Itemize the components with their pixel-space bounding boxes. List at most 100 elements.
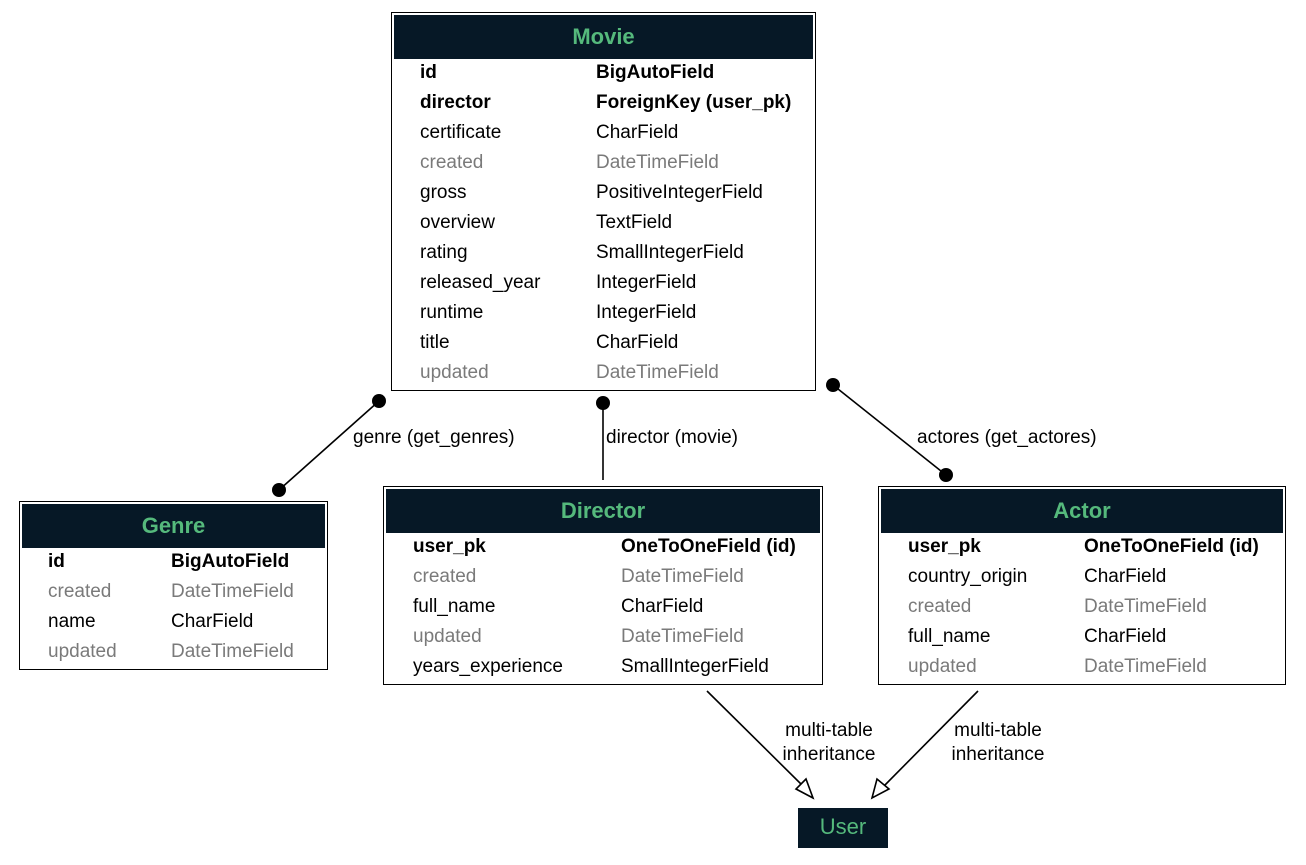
edge-label-genre: genre (get_genres) <box>353 427 515 448</box>
edge-movie-actor <box>832 384 947 476</box>
field-row: years_experience SmallIntegerField <box>386 653 820 683</box>
field-name: updated <box>908 656 977 677</box>
field-row: full_name CharField <box>881 623 1283 653</box>
field-type: OneToOneField (id) <box>621 536 796 557</box>
field-type: DateTimeField <box>1084 596 1207 617</box>
field-type: ForeignKey (user_pk) <box>596 92 792 113</box>
field-row: gross PositiveIntegerField <box>394 179 813 209</box>
field-name: full_name <box>908 626 991 647</box>
field-name: title <box>420 332 450 353</box>
field-name: runtime <box>420 302 484 323</box>
field-name: user_pk <box>908 536 981 557</box>
field-type: DateTimeField <box>171 641 294 662</box>
field-name: updated <box>420 362 489 383</box>
model-title: User <box>819 814 867 839</box>
field-row: rating SmallIntegerField <box>394 239 813 269</box>
field-type: SmallIntegerField <box>596 242 744 263</box>
field-row: updated DateTimeField <box>386 623 820 653</box>
field-type: IntegerField <box>596 272 697 293</box>
model-title: Genre <box>22 504 325 548</box>
field-name: created <box>48 581 112 602</box>
field-row: certificate CharField <box>394 119 813 149</box>
field-type: TextField <box>596 212 673 233</box>
edge-end-dot <box>372 394 386 408</box>
inheritance-arrowhead <box>794 777 815 800</box>
field-name: full_name <box>413 596 496 617</box>
field-row: director ForeignKey (user_pk) <box>394 89 813 119</box>
field-row: runtime IntegerField <box>394 299 813 329</box>
field-type: OneToOneField (id) <box>1084 536 1259 557</box>
edge-label-inherit-director: multi-table inheritance <box>782 720 876 765</box>
field-type: DateTimeField <box>621 566 744 587</box>
field-type: CharField <box>621 596 704 617</box>
field-name: country_origin <box>908 566 1028 587</box>
field-name: rating <box>420 242 468 263</box>
field-row: overview TextField <box>394 209 813 239</box>
field-row: user_pk OneToOneField (id) <box>386 533 820 563</box>
edge-end-dot <box>939 468 953 482</box>
field-type: CharField <box>596 332 679 353</box>
edge-label-director: director (movie) <box>606 427 738 448</box>
field-type: SmallIntegerField <box>621 656 769 677</box>
field-type: DateTimeField <box>596 152 719 173</box>
edge-label-actores: actores (get_actores) <box>917 427 1097 448</box>
field-row: updated DateTimeField <box>394 359 813 389</box>
edge-label-inherit-actor: multi-table inheritance <box>951 720 1045 765</box>
edge-movie-genre <box>278 400 380 491</box>
field-name: created <box>908 596 972 617</box>
field-row: created DateTimeField <box>394 149 813 179</box>
inheritance-arrowhead <box>870 777 891 800</box>
field-name: years_experience <box>413 656 563 677</box>
field-type: BigAutoField <box>171 551 290 572</box>
field-row: created DateTimeField <box>881 593 1283 623</box>
field-row: name CharField <box>22 608 325 638</box>
field-row: created DateTimeField <box>386 563 820 593</box>
edge-end-dot <box>272 483 286 497</box>
field-type: BigAutoField <box>596 62 715 83</box>
field-type: CharField <box>1084 626 1167 647</box>
field-row: updated DateTimeField <box>881 653 1283 683</box>
edge-end-dot <box>826 378 840 392</box>
field-type: CharField <box>596 122 679 143</box>
edge-end-dot <box>596 396 610 410</box>
model-title: Movie <box>394 15 813 59</box>
field-row: full_name CharField <box>386 593 820 623</box>
field-name: created <box>413 566 477 587</box>
field-row: title CharField <box>394 329 813 359</box>
field-name: user_pk <box>413 536 486 557</box>
field-type: CharField <box>1084 566 1167 587</box>
field-name: created <box>420 152 484 173</box>
field-type: DateTimeField <box>1084 656 1207 677</box>
field-name: certificate <box>420 122 502 143</box>
field-row: updated DateTimeField <box>22 638 325 668</box>
field-type: CharField <box>171 611 254 632</box>
field-name: overview <box>420 212 495 233</box>
field-name: released_year <box>420 272 541 293</box>
edge-actor-user <box>883 690 979 787</box>
field-name: name <box>48 611 96 632</box>
field-name: updated <box>413 626 482 647</box>
field-row: country_origin CharField <box>881 563 1283 593</box>
field-name: updated <box>48 641 117 662</box>
field-row: user_pk OneToOneField (id) <box>881 533 1283 563</box>
field-name: gross <box>420 182 467 203</box>
field-type: DateTimeField <box>596 362 719 383</box>
model-user: User <box>798 808 888 848</box>
field-row: released_year IntegerField <box>394 269 813 299</box>
field-name: director <box>420 92 491 113</box>
field-type: DateTimeField <box>621 626 744 647</box>
field-type: PositiveIntegerField <box>596 182 763 203</box>
edge-director-user <box>706 690 804 787</box>
field-type: IntegerField <box>596 302 697 323</box>
